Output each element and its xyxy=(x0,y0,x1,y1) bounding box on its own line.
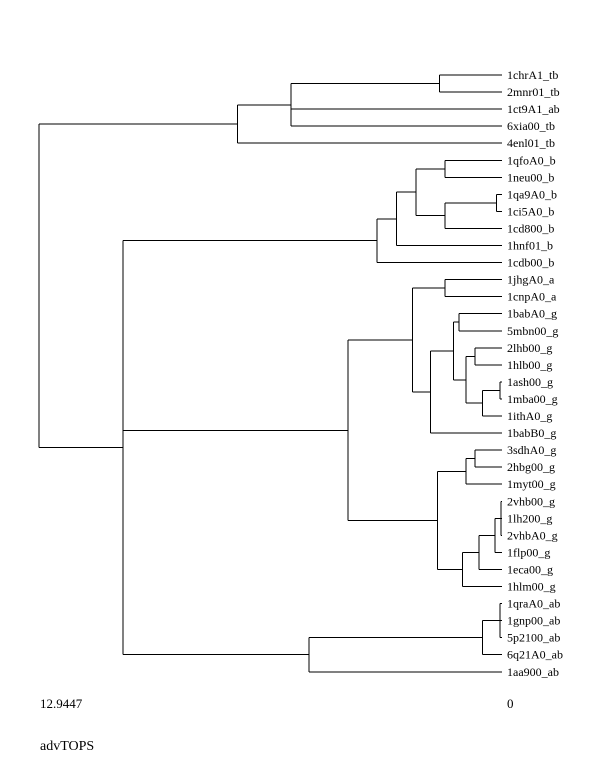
leaf-label: 6xia00_tb xyxy=(507,119,555,133)
scale-max-label: 12.9447 xyxy=(40,696,83,711)
leaf-label: 1ithA0_g xyxy=(507,409,552,423)
leaf-label: 1hnf01_b xyxy=(507,239,553,253)
leaf-label: 1eca00_g xyxy=(507,562,553,576)
leaf-label: 1cnpA0_a xyxy=(507,290,557,304)
leaf-label: 1chrA1_tb xyxy=(507,68,558,82)
leaf-label: 1ct9A1_ab xyxy=(507,102,560,116)
leaf-label: 1qraA0_ab xyxy=(507,597,560,611)
leaf-label: 2lhb00_g xyxy=(507,341,552,355)
leaf-label: 5mbn00_g xyxy=(507,324,558,338)
leaf-label: 4enl01_tb xyxy=(507,136,555,150)
leaf-label: 1jhgA0_a xyxy=(507,273,555,287)
leaf-label: 2vhbA0_g xyxy=(507,528,558,542)
leaf-label: 1gnp00_ab xyxy=(507,614,560,628)
leaf-label: 2hbg00_g xyxy=(507,460,555,474)
leaf-label: 1ash00_g xyxy=(507,375,553,389)
leaf-label: 1ci5A0_b xyxy=(507,204,554,218)
leaf-label: 1qfoA0_b xyxy=(507,153,556,167)
leaf-label: 1hlm00_g xyxy=(507,580,556,594)
scale-min-label: 0 xyxy=(507,696,514,711)
leaf-label: 3sdhA0_g xyxy=(507,443,556,457)
leaf-label: 2mnr01_tb xyxy=(507,85,560,99)
leaf-label: 1cd800_b xyxy=(507,221,554,235)
leaf-label: 1myt00_g xyxy=(507,477,556,491)
dendrogram: 1chrA1_tb 2mnr01_tb 1ct9A1_ab 6xia00_tb 4enl… xyxy=(38,68,563,679)
leaf-label: 1aa900_ab xyxy=(507,665,559,679)
leaf-label: 6q21A0_ab xyxy=(507,648,563,662)
leaf-label: 1babA0_g xyxy=(507,307,557,321)
leaf-label: 1babB0_g xyxy=(507,426,556,440)
leaf-label: 1neu00_b xyxy=(507,170,554,184)
leaf-label: 1hlb00_g xyxy=(507,358,552,372)
caption: advTOPS xyxy=(40,739,95,754)
leaf-label: 1flp00_g xyxy=(507,545,550,559)
leaf-label: 5p2100_ab xyxy=(507,631,560,645)
leaf-label: 1mba00_g xyxy=(507,392,558,406)
leaf-label: 1cdb00_b xyxy=(507,256,554,270)
leaf-label: 1qa9A0_b xyxy=(507,187,557,201)
leaf-label: 2vhb00_g xyxy=(507,494,555,508)
leaf-label: 1lh200_g xyxy=(507,511,552,525)
